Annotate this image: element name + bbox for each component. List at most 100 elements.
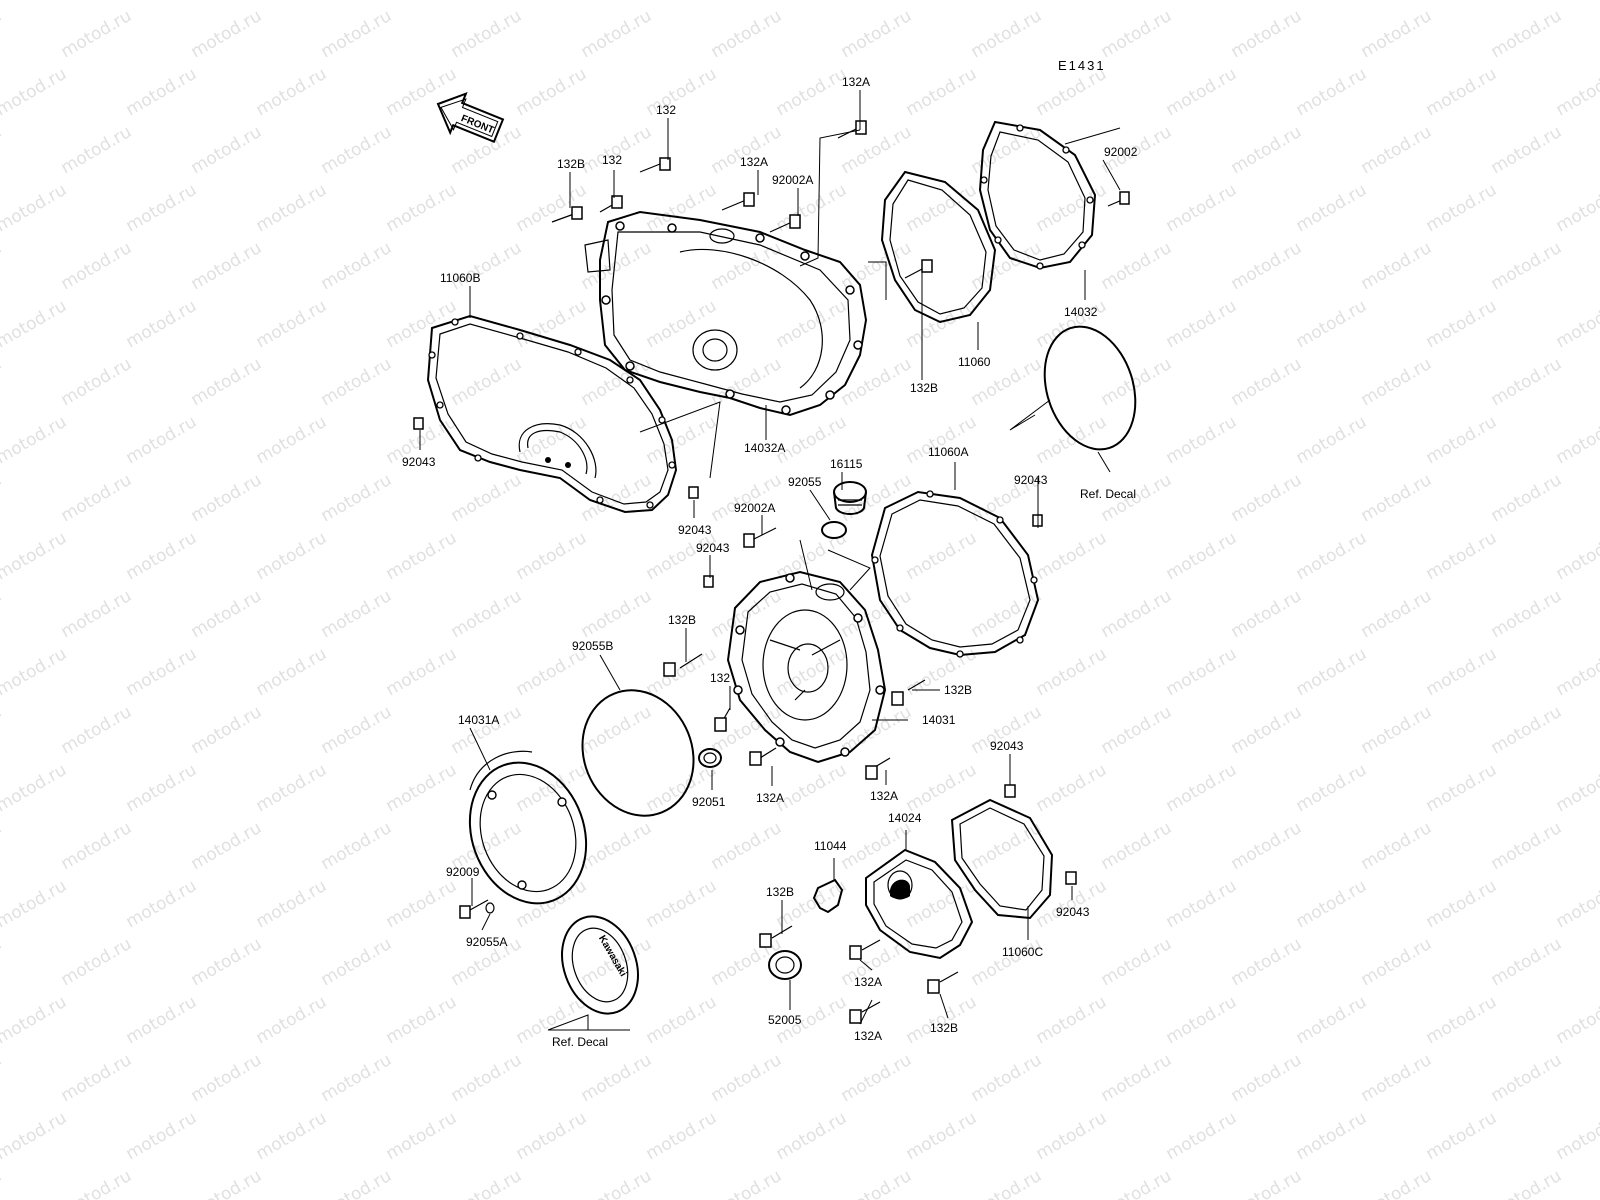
label-11060A: 11060A xyxy=(928,445,968,459)
watermark-text: motod.ru xyxy=(1358,934,1436,990)
watermark-text: motod.ru xyxy=(448,6,526,62)
watermark-text: motod.ru xyxy=(58,238,136,294)
watermark-text: motod.ru xyxy=(1358,470,1436,526)
watermark-text: motod.ru xyxy=(1033,412,1111,468)
dowel-92043-d xyxy=(703,575,714,588)
watermark-text: motod.ru xyxy=(1488,934,1566,990)
watermark-text: motod.ru xyxy=(838,122,916,178)
watermark-text: motod.ru xyxy=(578,586,656,642)
watermark-text: motod.ru xyxy=(1163,1108,1241,1164)
watermark-text: motod.ru xyxy=(1293,64,1371,120)
part-14031A-cover xyxy=(468,750,588,905)
watermark-text: motod.ru xyxy=(1098,818,1176,874)
watermark-text: motod.ru xyxy=(318,1050,396,1106)
label-132B: 132B xyxy=(930,1021,958,1035)
watermark-text: motod.ru xyxy=(1423,1108,1501,1164)
watermark-text: motod.ru xyxy=(188,122,266,178)
watermark-text: motod.ru xyxy=(1488,122,1566,178)
watermark-text: motod.ru xyxy=(903,1108,981,1164)
watermark-text: motod.ru xyxy=(123,644,201,700)
watermark-text: motod.ru xyxy=(58,354,136,410)
watermark-text: motod.ru xyxy=(58,1050,136,1106)
watermark-text: motod.ru xyxy=(448,586,526,642)
watermark-text: motod.ru xyxy=(578,702,656,758)
bolt-132B-a xyxy=(551,206,583,223)
bolt-132A-b xyxy=(721,192,755,211)
watermark-text: motod.ru xyxy=(123,1108,201,1164)
watermark-text: motod.ru xyxy=(448,470,526,526)
watermark-text: motod.ru xyxy=(448,1050,526,1106)
label-11060: 11060 xyxy=(958,355,991,369)
watermark-text: motod.ru xyxy=(253,296,331,352)
watermark-text: motod.ru xyxy=(968,6,1046,62)
watermark-text: motod.ru xyxy=(0,412,70,468)
label-132A: 132A xyxy=(740,155,768,169)
watermark-text: motod.ru xyxy=(838,6,916,62)
watermark-text: motod.ru xyxy=(1033,1108,1111,1164)
watermark-text: motod.ru xyxy=(188,702,266,758)
watermark-text: motod.ru xyxy=(838,586,916,642)
watermark-text: motod.ru xyxy=(188,818,266,874)
bolt-92002 xyxy=(1107,191,1130,207)
watermark-text: motod.ru xyxy=(1228,586,1306,642)
watermark-text: motod.ru xyxy=(123,180,201,236)
watermark-text: motod.ru xyxy=(0,6,5,62)
watermark-text: motod.ru xyxy=(773,296,851,352)
watermark-text: motod.ru xyxy=(123,296,201,352)
watermark-text: motod.ru xyxy=(318,934,396,990)
watermark-text: motod.ru xyxy=(968,122,1046,178)
watermark-text: motod.ru xyxy=(708,1050,786,1106)
watermark-text: motod.ru xyxy=(188,1050,266,1106)
bolt-132B-f xyxy=(927,971,959,994)
watermark-text: motod.ru xyxy=(1553,180,1600,236)
label-11060C: 11060C xyxy=(1002,945,1043,959)
watermark-text: motod.ru xyxy=(123,528,201,584)
watermark-text: motod.ru xyxy=(1423,760,1501,816)
watermark-text: motod.ru xyxy=(383,296,461,352)
bolt-92002A-b xyxy=(743,527,777,548)
label-14031: 14031 xyxy=(922,713,956,727)
bolt-92002A-a xyxy=(769,214,801,233)
watermark-text: motod.ru xyxy=(838,354,916,410)
watermark-text: motod.ru xyxy=(903,0,981,4)
watermark-text: motod.ru xyxy=(1033,760,1111,816)
watermark-text: motod.ru xyxy=(1358,1166,1436,1200)
watermark-text: motod.ru xyxy=(513,64,591,120)
watermark-text: motod.ru xyxy=(253,992,331,1048)
watermark-text: motod.ru xyxy=(0,296,70,352)
watermark-text: motod.ru xyxy=(0,1108,70,1164)
watermark-text: motod.ru xyxy=(1228,934,1306,990)
watermark-text: motod.ru xyxy=(578,1050,656,1106)
watermark-text: motod.ru xyxy=(1293,644,1371,700)
part-labels: 132A 132 132B 132 132A 92002A 92002 1106… xyxy=(402,75,1138,1049)
watermark-text: motod.ru xyxy=(708,6,786,62)
watermark-text: motod.ru xyxy=(1423,412,1501,468)
watermark-text: motod.ru xyxy=(253,1108,331,1164)
bolt-132A-f xyxy=(849,1001,881,1024)
watermark-text: motod.ru xyxy=(1358,238,1436,294)
bolt-132A-e xyxy=(849,939,881,960)
watermark-text: motod.ru xyxy=(318,122,396,178)
watermark-text: motod.ru xyxy=(318,238,396,294)
watermark-text: motod.ru xyxy=(1163,992,1241,1048)
watermark-text: motod.ru xyxy=(0,0,70,4)
watermark-text: motod.ru xyxy=(188,934,266,990)
label-132B: 132B xyxy=(766,885,794,899)
watermark-text: motod.ru xyxy=(708,934,786,990)
watermark-text: motod.ru xyxy=(1293,0,1371,4)
part-16115-cap xyxy=(833,481,867,515)
watermark-text: motod.ru xyxy=(643,296,721,352)
watermark-text: motod.ru xyxy=(1488,1050,1566,1106)
watermark-text: motod.ru xyxy=(0,876,70,932)
watermark-text: motod.ru xyxy=(643,180,721,236)
watermark-text: motod.ru xyxy=(708,238,786,294)
watermark-text: motod.ru xyxy=(903,412,981,468)
watermark-text: motod.ru xyxy=(318,354,396,410)
watermark-text: motod.ru xyxy=(383,760,461,816)
watermark-text: motod.ru xyxy=(578,6,656,62)
watermark-text: motod.ru xyxy=(318,586,396,642)
watermark-text: motod.ru xyxy=(383,876,461,932)
watermark-text: motod.ru xyxy=(383,1108,461,1164)
watermark-text: motod.ru xyxy=(643,64,721,120)
watermark-text: motod.ru xyxy=(1488,586,1566,642)
